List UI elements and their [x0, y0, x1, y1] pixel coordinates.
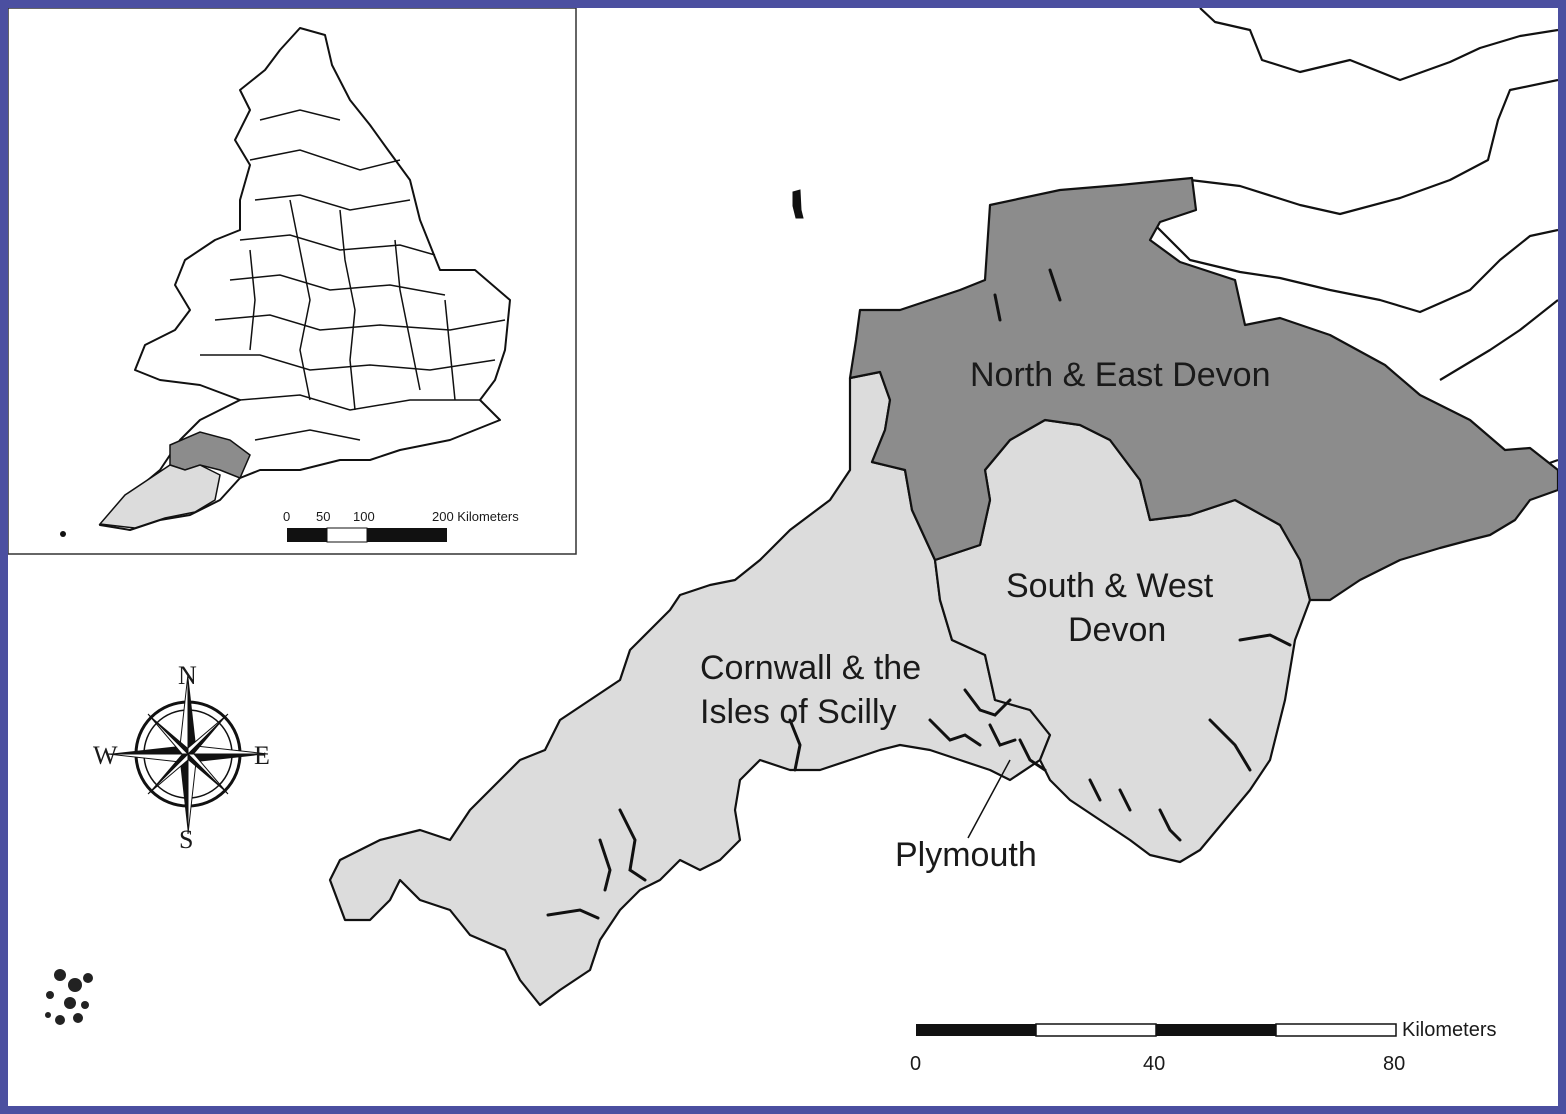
- south-west-devon-label-line1: South & West: [1006, 567, 1214, 605]
- inset-cornwall-light: [98, 464, 221, 529]
- inset-scale-tick-50: 50: [316, 509, 330, 524]
- inset-england-wales-outline: [99, 27, 511, 531]
- north-east-devon-region: [848, 176, 1558, 602]
- south-west-devon-label-line2: Devon: [1068, 611, 1166, 649]
- scale-bar: Kilometers 0 40 80: [910, 1019, 1496, 1075]
- compass-s: S: [179, 825, 193, 854]
- scale-tick-80: 80: [1383, 1053, 1405, 1075]
- compass-e: E: [254, 741, 270, 770]
- map-canvas: North & East Devon South & West Devon Co…: [8, 8, 1558, 1075]
- neighbouring-coastline-east: [1189, 78, 1558, 216]
- lundy-island: [792, 189, 804, 219]
- compass-w: W: [93, 741, 118, 770]
- compass-rose: N S E W: [93, 661, 270, 854]
- north-east-devon-label: North & East Devon: [970, 356, 1270, 394]
- inset-scale-end-label: 200 Kilometers: [432, 509, 519, 524]
- compass-n: N: [178, 661, 197, 690]
- inset-map: 0 50 100 200 Kilometers: [8, 8, 577, 555]
- inset-county-lines: [200, 109, 506, 441]
- neighbouring-coastline-dorset: [1439, 299, 1558, 381]
- scale-unit: Kilometers: [1402, 1019, 1496, 1041]
- neighbouring-coastline-north: [1199, 8, 1558, 82]
- inset-scale-tick-100: 100: [353, 509, 375, 524]
- plymouth-label: Plymouth: [895, 836, 1037, 874]
- cornwall-label-line1: Cornwall & the: [700, 649, 921, 687]
- isles-of-scilly: [45, 969, 93, 1025]
- scale-tick-0: 0: [910, 1053, 921, 1075]
- scale-tick-40: 40: [1143, 1053, 1165, 1075]
- cornwall-label-line2: Isles of Scilly: [700, 693, 897, 731]
- plymouth-leader-line: [967, 759, 1011, 839]
- estuary-marks: [546, 268, 1292, 920]
- neighbouring-coastline-somerset: [1149, 219, 1558, 314]
- inset-scale-tick-0: 0: [283, 509, 290, 524]
